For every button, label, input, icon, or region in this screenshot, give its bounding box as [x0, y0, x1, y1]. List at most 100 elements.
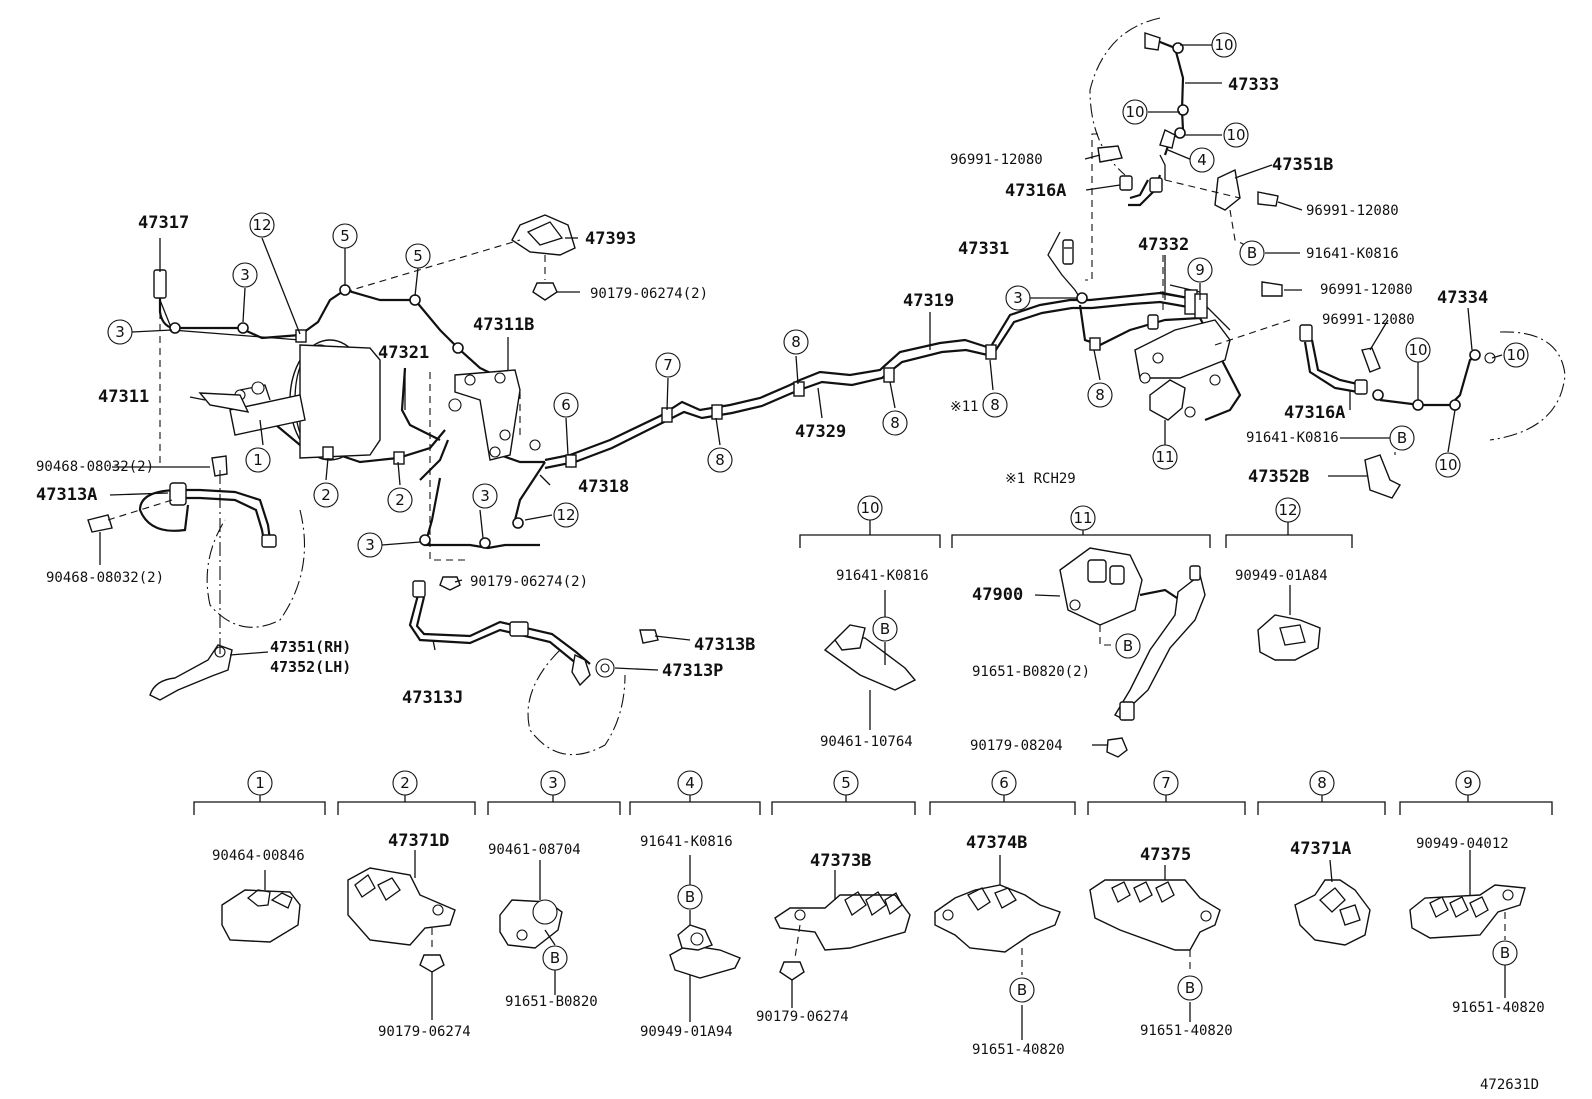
callout-b: B [677, 884, 703, 910]
callout-10: 10 [1223, 122, 1249, 148]
group-header-5: 5 [833, 770, 859, 796]
clip-47371a [1294, 859, 1371, 946]
rear-brake-right [1214, 281, 1566, 499]
group-1-9-brackets [193, 795, 1553, 815]
group-header-8: 8 [1309, 770, 1335, 796]
clamp-90949-01a94 [669, 855, 741, 1022]
callout-5: 5 [405, 243, 431, 269]
svg-text:8: 8 [1317, 774, 1327, 792]
label-47321: 47321 [378, 343, 429, 363]
group-header-4: 4 [677, 770, 703, 796]
callout-b: B [1239, 240, 1265, 266]
svg-text:1: 1 [970, 399, 978, 415]
callout-8: 8 [982, 392, 1008, 418]
bracket-47311b [429, 369, 541, 561]
label-96991-a: 96991-12080 [950, 152, 1043, 168]
svg-text:12: 12 [252, 216, 271, 234]
callout-10: 10 [1503, 342, 1529, 368]
brake-booster [198, 339, 381, 461]
hose-47313j [408, 576, 691, 756]
callout-10: 10 [1211, 32, 1237, 58]
label-90949-04012: 90949-04012 [1416, 836, 1509, 852]
label-47352b: 47352B [1248, 467, 1309, 487]
circled-callouts: 3 3 12 5 5 1 2 2 3 3 12 6 7 8 8 8 8 8 3 … [107, 32, 1529, 1003]
svg-text:B: B [1500, 944, 1510, 962]
svg-text:B: B [1397, 429, 1407, 447]
label-47351b: 47351B [1272, 155, 1333, 175]
clamp-90949-04012 [1409, 850, 1526, 998]
label-47333: 47333 [1228, 75, 1279, 95]
mount-47393 [344, 214, 576, 301]
clamp-47373b [774, 870, 911, 1008]
svg-text:10: 10 [1214, 36, 1233, 54]
label-91641-a: 91641-K0816 [1306, 246, 1399, 262]
svg-text:3: 3 [115, 323, 125, 341]
svg-text:6: 6 [561, 396, 571, 414]
footnote-mark: ※1 [950, 399, 970, 415]
svg-text:2: 2 [400, 774, 410, 792]
svg-text:B: B [550, 949, 560, 967]
svg-text:8: 8 [1095, 386, 1105, 404]
label-47313a: 47313A [36, 485, 97, 505]
svg-text:3: 3 [1013, 289, 1023, 307]
line-clips [295, 289, 1208, 468]
callout-b: B [542, 945, 568, 971]
callout-1-marker: 1 [970, 399, 978, 415]
clamp-47375 [1089, 865, 1221, 1022]
svg-text:12: 12 [1278, 501, 1297, 519]
label-91651-40820-g7: 91651-40820 [1140, 1023, 1233, 1039]
label-96991-d: 96991-12080 [1322, 312, 1415, 328]
svg-text:B: B [880, 620, 890, 638]
label-47329: 47329 [795, 422, 846, 442]
callout-6: 6 [553, 392, 579, 418]
svg-text:B: B [1123, 637, 1133, 655]
svg-text:11: 11 [1073, 509, 1092, 527]
callout-11: 11 [1152, 444, 1178, 470]
callout-9: 9 [1187, 257, 1213, 283]
callout-8: 8 [882, 410, 908, 436]
clip-90464-00846 [221, 870, 301, 943]
svg-text:10: 10 [1125, 103, 1144, 121]
label-90464-00846: 90464-00846 [212, 848, 305, 864]
group-header-12: 12 [1275, 497, 1301, 523]
callout-3: 3 [472, 483, 498, 509]
svg-text:3: 3 [480, 487, 490, 505]
hose-47313a [87, 455, 306, 640]
callout-10: 10 [1122, 99, 1148, 125]
group-header-11: 11 [1070, 505, 1096, 531]
label-91651-b0820: 91651-B0820 [505, 994, 598, 1010]
label-90179-06274-2-b: 90179-06274(2) [470, 574, 588, 590]
callout-8: 8 [1087, 382, 1113, 408]
label-90179-06274-g5: 90179-06274 [756, 1009, 849, 1025]
callout-b: B [872, 616, 898, 642]
label-90179-06274-g2: 90179-06274 [378, 1024, 471, 1040]
label-91641-k0816-g4: 91641-K0816 [640, 834, 733, 850]
label-47331: 47331 [958, 239, 1009, 259]
callout-3: 3 [107, 319, 133, 345]
svg-text:11: 11 [1155, 448, 1174, 466]
label-47318: 47318 [578, 477, 629, 497]
label-91641-g10: 91641-K0816 [836, 568, 929, 584]
svg-text:7: 7 [1161, 774, 1171, 792]
svg-text:8: 8 [890, 414, 900, 432]
callout-b: B [1492, 940, 1518, 966]
clamp-90949-01a84 [1257, 585, 1321, 661]
callout-5: 5 [332, 223, 358, 249]
label-90179-08204: 90179-08204 [970, 738, 1063, 754]
label-90179-06274-2-a: 90179-06274(2) [590, 286, 708, 302]
svg-text:10: 10 [1438, 456, 1457, 474]
svg-text:4: 4 [685, 774, 695, 792]
label-47374b: 47374B [966, 833, 1027, 853]
label-47332: 47332 [1138, 235, 1189, 255]
label-47352: 47352(LH) [270, 658, 351, 676]
svg-text:5: 5 [841, 774, 851, 792]
svg-text:8: 8 [715, 451, 725, 469]
label-47313p: 47313P [662, 661, 723, 681]
svg-text:10: 10 [1408, 341, 1427, 359]
svg-text:6: 6 [999, 774, 1009, 792]
svg-text:10: 10 [860, 499, 879, 517]
svg-text:2: 2 [395, 491, 405, 509]
svg-text:1: 1 [253, 451, 263, 469]
svg-text:3: 3 [240, 266, 250, 284]
